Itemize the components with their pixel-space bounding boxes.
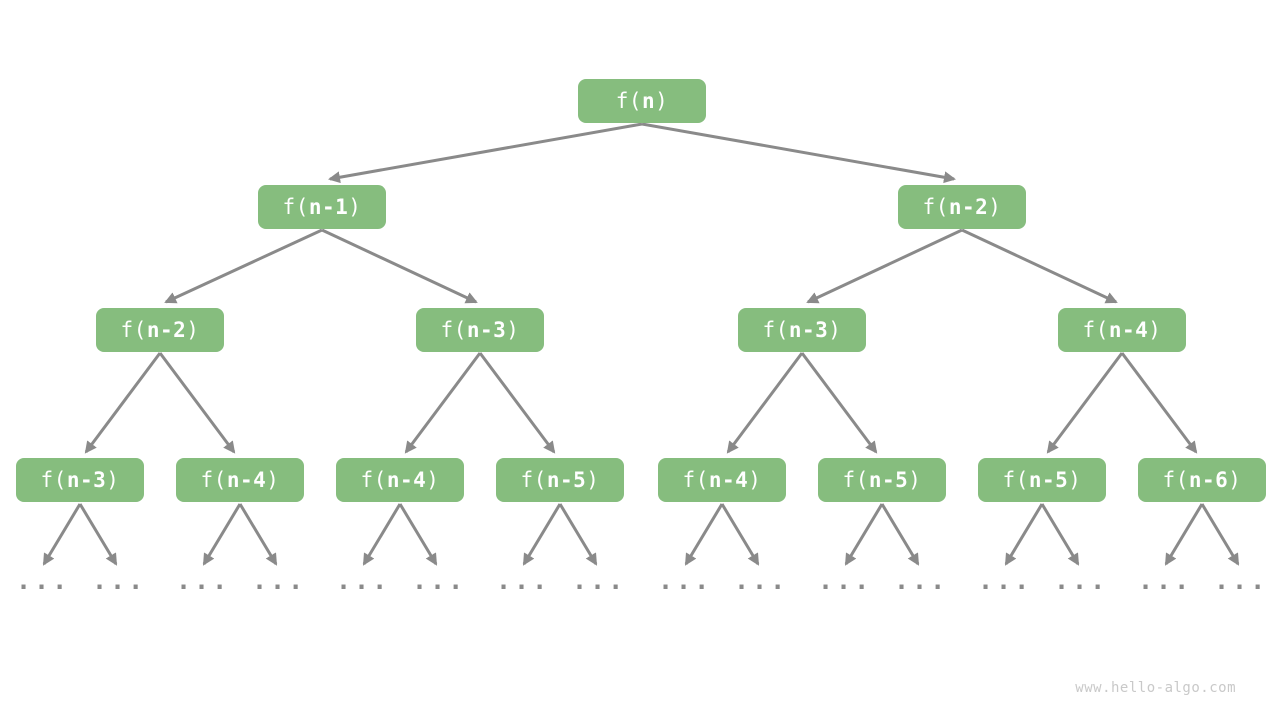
node-label: f(n-5) xyxy=(842,467,922,492)
arrow xyxy=(558,503,598,566)
arrow xyxy=(1120,352,1198,454)
node-l3-0: f(n-3) xyxy=(16,458,144,502)
arrow xyxy=(720,503,760,566)
arrow xyxy=(1040,503,1080,566)
node-l0-root: f(n) xyxy=(578,79,706,123)
arrow xyxy=(641,122,956,184)
arrow xyxy=(164,228,323,304)
arrow xyxy=(522,503,562,566)
node-l1-1: f(n-2) xyxy=(898,185,1026,229)
ellipsis: ... xyxy=(894,566,949,595)
ellipsis: ... xyxy=(818,566,873,595)
ellipsis: ... xyxy=(658,566,713,595)
node-label: f(n-4) xyxy=(682,467,762,492)
node-label: f(n-1) xyxy=(282,194,362,219)
node-l3-1: f(n-4) xyxy=(176,458,304,502)
arrow xyxy=(1164,503,1204,566)
node-label: f(n-3) xyxy=(440,317,520,342)
node-label: f(n-3) xyxy=(40,467,120,492)
arrow xyxy=(880,503,920,566)
node-l3-3: f(n-5) xyxy=(496,458,624,502)
ellipsis: ... xyxy=(1138,566,1193,595)
ellipsis: ... xyxy=(412,566,467,595)
arrow xyxy=(238,503,278,566)
node-l3-2: f(n-4) xyxy=(336,458,464,502)
ellipsis: ... xyxy=(16,566,71,595)
node-label: f(n) xyxy=(615,88,669,113)
ellipsis: ... xyxy=(252,566,307,595)
node-label: f(n-6) xyxy=(1162,467,1242,492)
arrow xyxy=(684,503,724,566)
node-l3-6: f(n-5) xyxy=(978,458,1106,502)
node-l3-4: f(n-4) xyxy=(658,458,786,502)
watermark-text: www.hello-algo.com xyxy=(1075,680,1236,696)
node-l2-2: f(n-3) xyxy=(738,308,866,352)
arrow xyxy=(78,503,118,566)
ellipsis: ... xyxy=(336,566,391,595)
node-l3-7: f(n-6) xyxy=(1138,458,1266,502)
node-l2-0: f(n-2) xyxy=(96,308,224,352)
arrow xyxy=(800,352,878,454)
node-l3-5: f(n-5) xyxy=(818,458,946,502)
arrow xyxy=(202,503,242,566)
arrow xyxy=(158,352,236,454)
node-label: f(n-5) xyxy=(520,467,600,492)
arrow xyxy=(1046,352,1124,454)
node-label: f(n-2) xyxy=(922,194,1002,219)
ellipsis: ... xyxy=(496,566,551,595)
node-label: f(n-2) xyxy=(120,317,200,342)
node-label: f(n-4) xyxy=(200,467,280,492)
ellipsis: ... xyxy=(176,566,231,595)
arrow xyxy=(404,352,482,454)
node-l2-3: f(n-4) xyxy=(1058,308,1186,352)
arrow xyxy=(42,503,82,566)
arrow xyxy=(806,228,963,304)
arrow xyxy=(321,228,478,304)
arrow xyxy=(328,122,643,184)
node-label: f(n-4) xyxy=(1082,317,1162,342)
arrow xyxy=(362,503,402,566)
node-l2-1: f(n-3) xyxy=(416,308,544,352)
arrow xyxy=(844,503,884,566)
node-label: f(n-4) xyxy=(360,467,440,492)
arrow xyxy=(961,228,1118,304)
arrow xyxy=(726,352,804,454)
ellipsis: ... xyxy=(1054,566,1109,595)
ellipsis: ... xyxy=(92,566,147,595)
arrow xyxy=(1200,503,1240,566)
arrow xyxy=(478,352,556,454)
node-label: f(n-3) xyxy=(762,317,842,342)
arrow xyxy=(398,503,438,566)
node-label: f(n-5) xyxy=(1002,467,1082,492)
ellipsis: ... xyxy=(734,566,789,595)
arrow xyxy=(84,352,162,454)
ellipsis: ... xyxy=(978,566,1033,595)
node-l1-0: f(n-1) xyxy=(258,185,386,229)
ellipsis: ... xyxy=(572,566,627,595)
arrow xyxy=(1004,503,1044,566)
ellipsis: ... xyxy=(1214,566,1269,595)
